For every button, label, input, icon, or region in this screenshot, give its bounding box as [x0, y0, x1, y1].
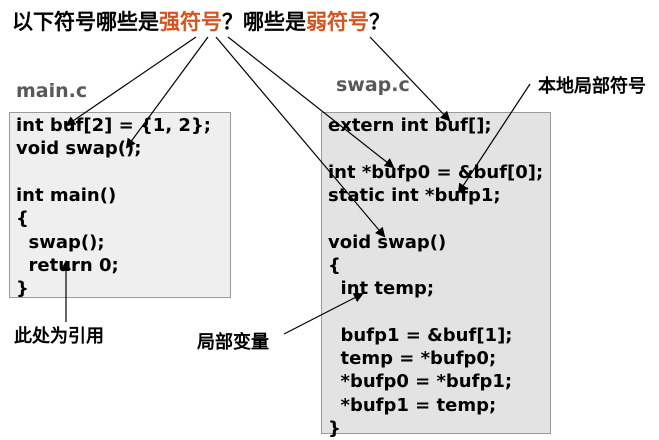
- main-code-line-5: {: [16, 208, 29, 230]
- swap-code-line-10: bufp1 = &buf[1];: [328, 324, 513, 346]
- reference-note: 此处为引用: [14, 326, 104, 347]
- arrow-to-bufp0-def: [227, 36, 395, 169]
- arrow-to-extern-buf: [369, 36, 451, 122]
- swap-file-label: swap.c: [336, 74, 410, 96]
- swap-code-line-14: }: [328, 417, 341, 439]
- main-code-line-2: void swap();: [16, 138, 142, 160]
- main-code-line-7: return 0;: [16, 254, 119, 276]
- title-part3: ？: [369, 10, 390, 34]
- swap-code-line-7: {: [328, 254, 341, 276]
- swap-code-line-3: int *bufp0 = &buf[0];: [328, 161, 544, 183]
- swap-code-line-6: void swap(): [328, 231, 447, 253]
- swap-code-line-11: temp = *bufp0;: [328, 348, 497, 369]
- arrow-to-swap-decl: [125, 36, 209, 149]
- local-symbol-note: 本地局部符号: [538, 76, 646, 97]
- local-variable-note: 局部变量: [197, 332, 269, 353]
- main-file-label: main.c: [16, 80, 88, 102]
- swap-code-line-13: *bufp1 = temp;: [328, 394, 497, 416]
- arrow-to-buf-def: [65, 36, 197, 127]
- swap-code-line-12: *bufp0 = *bufp1;: [328, 371, 513, 393]
- arrow-to-main-def: [215, 36, 386, 238]
- main-code-line-4: int main(): [16, 184, 117, 206]
- main-code-line-1: int buf[2] = {1, 2};: [16, 115, 211, 136]
- arrow-to-bufp1-static: [457, 83, 531, 194]
- main-code-line-6: swap();: [16, 231, 105, 253]
- arrow-to-temp-var: [283, 293, 364, 335]
- title-weak-symbol: 弱符号: [306, 10, 369, 34]
- title-part2: ？哪些是: [222, 10, 306, 34]
- swap-code-box: extern int buf[];int *bufp0 = &buf[0];st…: [321, 112, 551, 439]
- title-part1: 以下符号哪些是: [12, 10, 159, 34]
- main-code-box: int buf[2] = {1, 2};void swap(); int main…: [9, 112, 231, 300]
- question-title: 以下符号哪些是强符号？哪些是弱符号？: [12, 6, 390, 36]
- title-strong-symbol: 强符号: [159, 10, 222, 34]
- swap-code-line-4: static int *bufp1;: [328, 184, 501, 206]
- main-code-line-8: }: [16, 278, 29, 300]
